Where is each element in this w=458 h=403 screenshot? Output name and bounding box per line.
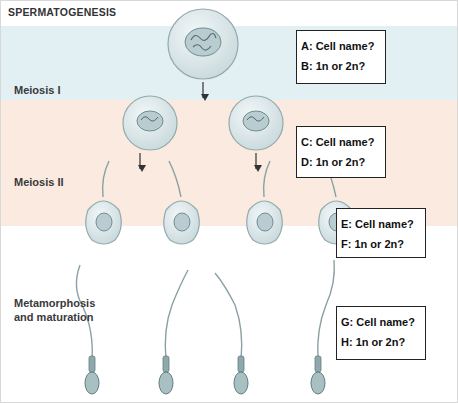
sperm-cell <box>311 260 334 394</box>
primary-cell <box>168 9 238 79</box>
spermatid <box>164 161 200 244</box>
question-text: C: Cell name? <box>301 132 381 152</box>
spermatid <box>247 161 283 244</box>
secondary-cell <box>229 96 283 150</box>
callout-box: E: Cell name?F: 1n or 2n? <box>336 208 426 258</box>
arrow <box>139 153 140 169</box>
callout-box: C: Cell name?D: 1n or 2n? <box>296 126 386 178</box>
diagram-title: SPERMATOGENESIS <box>8 6 116 18</box>
stage-label: Metamorphosis and maturation <box>14 296 114 324</box>
question-text: F: 1n or 2n? <box>341 234 421 254</box>
question-text: G: Cell name? <box>341 312 421 332</box>
spermatid <box>86 161 122 244</box>
spermatid <box>319 161 355 244</box>
stage-label: Meiosis II <box>14 176 64 188</box>
callout-box: A: Cell name?B: 1n or 2n? <box>296 30 386 84</box>
arrow <box>255 153 256 169</box>
arrow <box>202 82 203 98</box>
callout-box: G: Cell name?H: 1n or 2n? <box>336 306 426 360</box>
sperm-cell <box>159 270 188 394</box>
question-text: B: 1n or 2n? <box>301 56 381 76</box>
stage-label: Meiosis I <box>14 84 60 96</box>
sperm-cell <box>215 273 248 394</box>
question-text: E: Cell name? <box>341 214 421 234</box>
question-text: H: 1n or 2n? <box>341 332 421 352</box>
sperm-cell <box>76 265 99 394</box>
question-text: A: Cell name? <box>301 36 381 56</box>
secondary-cell <box>123 96 177 150</box>
question-text: D: 1n or 2n? <box>301 152 381 172</box>
